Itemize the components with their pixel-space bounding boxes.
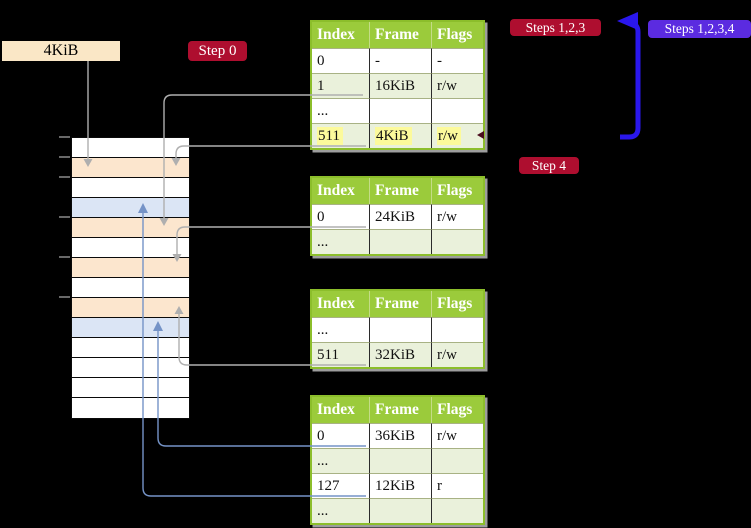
- header-cell: Index: [312, 178, 370, 204]
- step-0-badge: Step 0: [188, 41, 247, 61]
- table-cell: 127: [312, 473, 370, 498]
- table-cell: [370, 448, 432, 473]
- table-cell: 0: [312, 204, 370, 229]
- table-cell: 511: [312, 123, 370, 148]
- table-cell: [432, 98, 483, 123]
- header-cell: Flags: [432, 397, 483, 423]
- table-cell: 511: [312, 342, 370, 367]
- table-cell: ...: [312, 317, 370, 342]
- table-cell: 16KiB: [370, 73, 432, 98]
- memory-tick-marks: [59, 136, 70, 298]
- table-cell: ...: [312, 498, 370, 523]
- highlighted-value: 4KiB: [375, 127, 412, 145]
- table-cell: [370, 317, 432, 342]
- table-cell: r/w: [432, 342, 483, 367]
- header-cell: Frame: [370, 22, 432, 48]
- memory-row-white: [72, 238, 189, 258]
- memory-row-white: [72, 178, 189, 198]
- memory-row-white: [72, 278, 189, 298]
- table-cell: r/w: [432, 123, 483, 148]
- physical-memory-column: [71, 137, 190, 419]
- table-cell: [370, 229, 432, 254]
- steps-1-2-3-badge: Steps 1,2,3: [510, 19, 601, 36]
- memory-row-white: [72, 398, 189, 418]
- header-cell: Index: [312, 22, 370, 48]
- header-cell: Flags: [432, 291, 483, 317]
- table-cell: r/w: [432, 423, 483, 448]
- header-cell: Index: [312, 291, 370, 317]
- table-cell: [432, 317, 483, 342]
- memory-row-peach: [72, 298, 189, 318]
- table-cell: [432, 498, 483, 523]
- memory-row-white: [72, 138, 189, 158]
- header-cell: Frame: [370, 291, 432, 317]
- table-cell: 1: [312, 73, 370, 98]
- memory-row-white: [72, 378, 189, 398]
- table-cell: [432, 229, 483, 254]
- arrow-final-translation: [620, 20, 641, 140]
- memory-row-white: [72, 358, 189, 378]
- arrowhead-left-icon: [617, 12, 638, 30]
- header-cell: Index: [312, 397, 370, 423]
- memory-row-peach: [72, 218, 189, 238]
- table-cell: -: [432, 48, 483, 73]
- table-cell: r/w: [432, 204, 483, 229]
- table-cell: [370, 98, 432, 123]
- memory-row-blue: [72, 198, 189, 218]
- table-cell: r/w: [432, 73, 483, 98]
- table-cell: [370, 498, 432, 523]
- table-cell: ...: [312, 448, 370, 473]
- table-cell: 32KiB: [370, 342, 432, 367]
- memory-row-peach: [72, 258, 189, 278]
- table-cell: r: [432, 473, 483, 498]
- table-cell: ...: [312, 229, 370, 254]
- highlighted-value: r/w: [437, 127, 461, 145]
- header-cell: Flags: [432, 178, 483, 204]
- table-cell: 0: [312, 423, 370, 448]
- header-cell: Frame: [370, 397, 432, 423]
- steps-1-2-3-4-badge: Steps 1,2,3,4: [648, 20, 751, 38]
- memory-row-blue: [72, 318, 189, 338]
- table-cell: 24KiB: [370, 204, 432, 229]
- header-cell: Frame: [370, 178, 432, 204]
- memory-row-white: [72, 338, 189, 358]
- table-cell: 12KiB: [370, 473, 432, 498]
- page-size-label: 4KiB: [2, 41, 120, 61]
- table-cell: 4KiB: [370, 123, 432, 148]
- memory-row-peach: [72, 158, 189, 178]
- table-cell: 0: [312, 48, 370, 73]
- table-cell: [432, 448, 483, 473]
- table-cell: 36KiB: [370, 423, 432, 448]
- table-cell: -: [370, 48, 432, 73]
- step-4-badge: Step 4: [519, 157, 579, 174]
- highlighted-value: 511: [317, 127, 343, 145]
- table-cell: ...: [312, 98, 370, 123]
- header-cell: Flags: [432, 22, 483, 48]
